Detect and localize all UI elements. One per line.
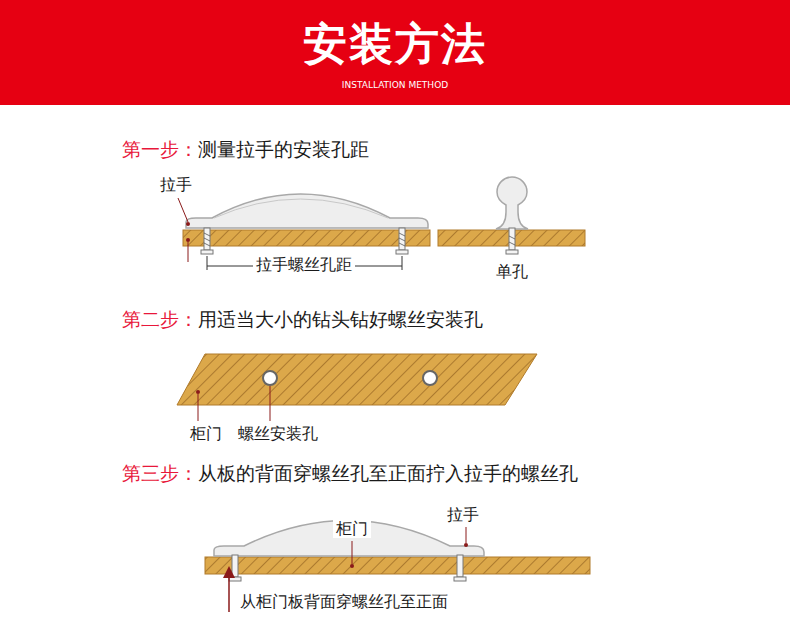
page-title: 安装方法 [303,18,487,71]
note-label: 从柜门板背面穿螺丝孔至正面 [240,592,448,611]
knob-figure [438,177,585,254]
mounted-handle-figure [205,521,590,613]
step-text: 测量拉手的安装孔距 [198,138,369,161]
door-figure [177,354,537,421]
part-label: 柜门 [190,424,222,443]
step-number: 第二步： [122,308,198,331]
header-band [0,0,790,105]
part-label: 单孔 [496,262,528,281]
subtitle: INSTALLATION METHOD [342,80,448,91]
part-label: 拉手 [447,505,479,524]
step-number: 第三步： [122,462,198,485]
step-text: 用适当大小的钻头钻好螺丝安装孔 [198,308,483,331]
dimension-label: 拉手螺丝孔距 [253,255,355,274]
step-text: 从板的背面穿螺丝孔至正面拧入拉手的螺丝孔 [198,462,578,485]
part-label: 柜门 [333,519,371,538]
part-label: 拉手 [160,175,192,194]
step-number: 第一步： [122,138,198,161]
part-label: 螺丝安装孔 [238,424,318,443]
